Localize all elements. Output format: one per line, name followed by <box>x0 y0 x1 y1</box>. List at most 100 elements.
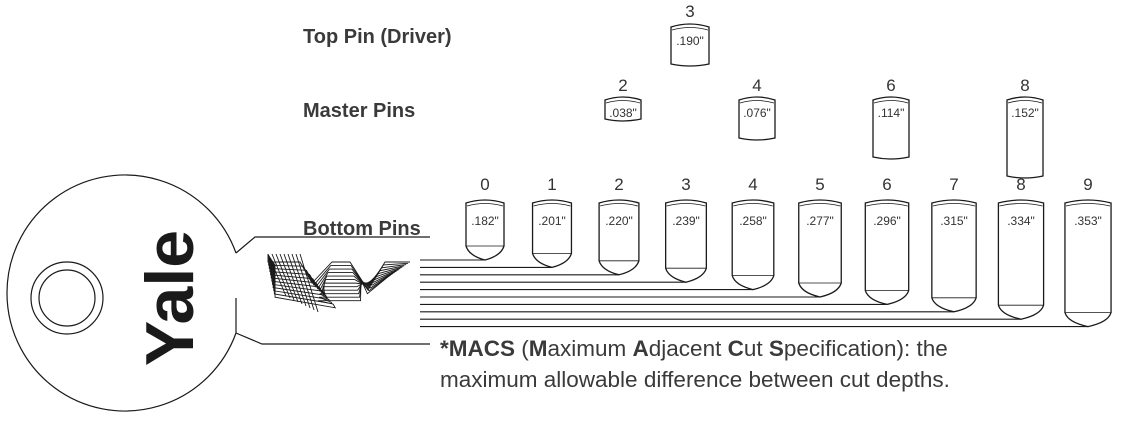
bottom-pin-8: 8 .334" <box>997 175 1045 320</box>
master-pin-6-body <box>872 96 910 160</box>
macs-line-1: *MACS (Maximum Adjacent Cut Specificatio… <box>440 336 948 361</box>
key-cut-line <box>273 263 392 305</box>
master-pin-4-body <box>738 96 776 141</box>
bottom-pin-6-body <box>864 199 910 306</box>
macs-term: *MACS <box>440 336 516 361</box>
bottom-pin-number: 8 <box>1016 175 1025 194</box>
master-pin-8-band <box>1007 100 1043 104</box>
key-cut-lines <box>267 253 410 313</box>
master-pin-number: 6 <box>886 76 895 95</box>
bottom-pin-5: 5.277" <box>798 175 842 298</box>
key-cut-line <box>283 253 303 305</box>
bottom-pin-number: 2 <box>614 175 623 194</box>
bottom-pin-number: 0 <box>480 175 489 194</box>
key-illustration <box>6 174 430 412</box>
bottom-pin-3-band <box>666 203 706 207</box>
bottom-pin-number: 6 <box>882 175 891 194</box>
key-cut-line <box>267 253 287 297</box>
master-pins-label: Master Pins <box>303 100 416 122</box>
master-pin-6-band <box>873 100 909 104</box>
bottom-pin-1: 1 .201" <box>531 175 573 269</box>
macs-definition: *MACS (Maximum Adjacent Cut Specificatio… <box>440 333 1110 395</box>
key-cut-line <box>299 253 319 313</box>
bottom-pin-3: 3.239" <box>665 175 707 283</box>
key-cut-line <box>273 262 393 301</box>
bottom-pins-label: Bottom Pins <box>303 218 421 240</box>
key-cut-line <box>271 253 291 299</box>
bottom-pin-7-band <box>932 203 976 207</box>
bottom-pin-5-body <box>798 199 842 298</box>
yale-logo: Yale <box>132 230 208 366</box>
bottom-pin-0-body <box>465 199 505 261</box>
master-pin-4-band <box>739 100 775 104</box>
bottom-pin-size: .258" <box>739 214 767 228</box>
key-cut-line <box>291 253 311 309</box>
key-cut-line <box>268 254 409 290</box>
master-pin-2-band <box>605 100 641 104</box>
bottom-pin-number: 9 <box>1083 175 1092 194</box>
bottom-pin-2-band <box>599 203 639 207</box>
bottom-pin-number: 1 <box>547 175 556 194</box>
key-cut-line <box>275 253 295 301</box>
bottom-pin-4-band <box>733 203 773 207</box>
bottom-pin-number: 5 <box>815 175 824 194</box>
bottom-pin-6: 6 .296" <box>864 175 910 306</box>
master-pin-number: 8 <box>1020 76 1029 95</box>
key-cut-line <box>295 253 315 311</box>
bottom-pin-size: .201" <box>538 214 566 228</box>
bottom-pin-7-body <box>931 199 977 313</box>
bottom-pin-7: 7.315" <box>931 175 977 313</box>
bottom-pin-number: 3 <box>681 175 690 194</box>
master-pin-size: .076" <box>743 106 771 120</box>
bottom-pin-size: .334" <box>1007 214 1035 228</box>
bottom-pin-size: .220" <box>605 214 633 228</box>
master-pin-8: 8.152" <box>1006 76 1044 179</box>
master-pin-2-body <box>604 96 642 122</box>
bottom-pin-6-band <box>866 203 908 207</box>
top-pin-3: 3 .190" <box>670 2 710 67</box>
key-hole-inner <box>38 269 96 327</box>
bottom-pin-8-body <box>997 199 1045 320</box>
master-pin-2: 2 .038" <box>604 76 642 122</box>
bottom-pin-9: 9 .353" <box>1064 175 1112 328</box>
bottom-pin-5-band <box>799 203 841 207</box>
bottom-pin-8-band <box>999 203 1043 207</box>
bottom-pin-0-band <box>466 203 504 207</box>
bottom-pin-size: .296" <box>873 214 901 228</box>
bottom-pin-9-band <box>1065 203 1111 207</box>
bottom-pin-2-body <box>598 199 640 276</box>
bottom-pin-size: .182" <box>471 214 499 228</box>
key-cut-line <box>271 259 399 297</box>
bottom-pin-2: 2 .220" <box>598 175 640 276</box>
top-pin-size: .190" <box>676 34 704 48</box>
key-cut-line <box>287 253 307 307</box>
bottom-pin-number: 4 <box>748 175 757 194</box>
top-pin-3-band <box>671 27 709 31</box>
bottom-pin-1-body <box>531 199 573 269</box>
macs-line-2: maximum allowable difference between cut… <box>440 367 950 392</box>
pins: 0 .182" 1 .201" 2 .220" 3.239" 4 .258" 5.277" 6 .29… <box>465 2 1112 328</box>
key-bow-outline <box>6 174 237 412</box>
bottom-pin-4-body <box>731 199 775 291</box>
master-pin-6: 6 .114" <box>872 76 910 160</box>
key-hole-outer <box>30 261 104 335</box>
bottom-pin-4: 4 .258" <box>731 175 775 291</box>
top-pin-number: 3 <box>685 2 694 21</box>
bottom-pin-3-body <box>665 199 707 283</box>
bottom-pin-number: 7 <box>949 175 958 194</box>
master-pin-number: 2 <box>618 76 627 95</box>
master-pin-4: 4 .076" <box>738 76 776 141</box>
master-pin-size: .038" <box>609 106 637 120</box>
master-pin-size: .114" <box>878 106 905 120</box>
master-pin-number: 4 <box>752 76 761 95</box>
pin-reference-lines <box>420 259 1088 328</box>
bottom-pin-9-body <box>1064 199 1112 328</box>
key-blade-outline <box>235 236 430 345</box>
bottom-pin-size: .353" <box>1074 214 1102 228</box>
top-pin-label: Top Pin (Driver) <box>303 26 452 48</box>
top-pin-3-body <box>670 23 710 67</box>
bottom-pin-0: 0 .182" <box>465 175 505 261</box>
key-cut-line <box>279 253 299 303</box>
